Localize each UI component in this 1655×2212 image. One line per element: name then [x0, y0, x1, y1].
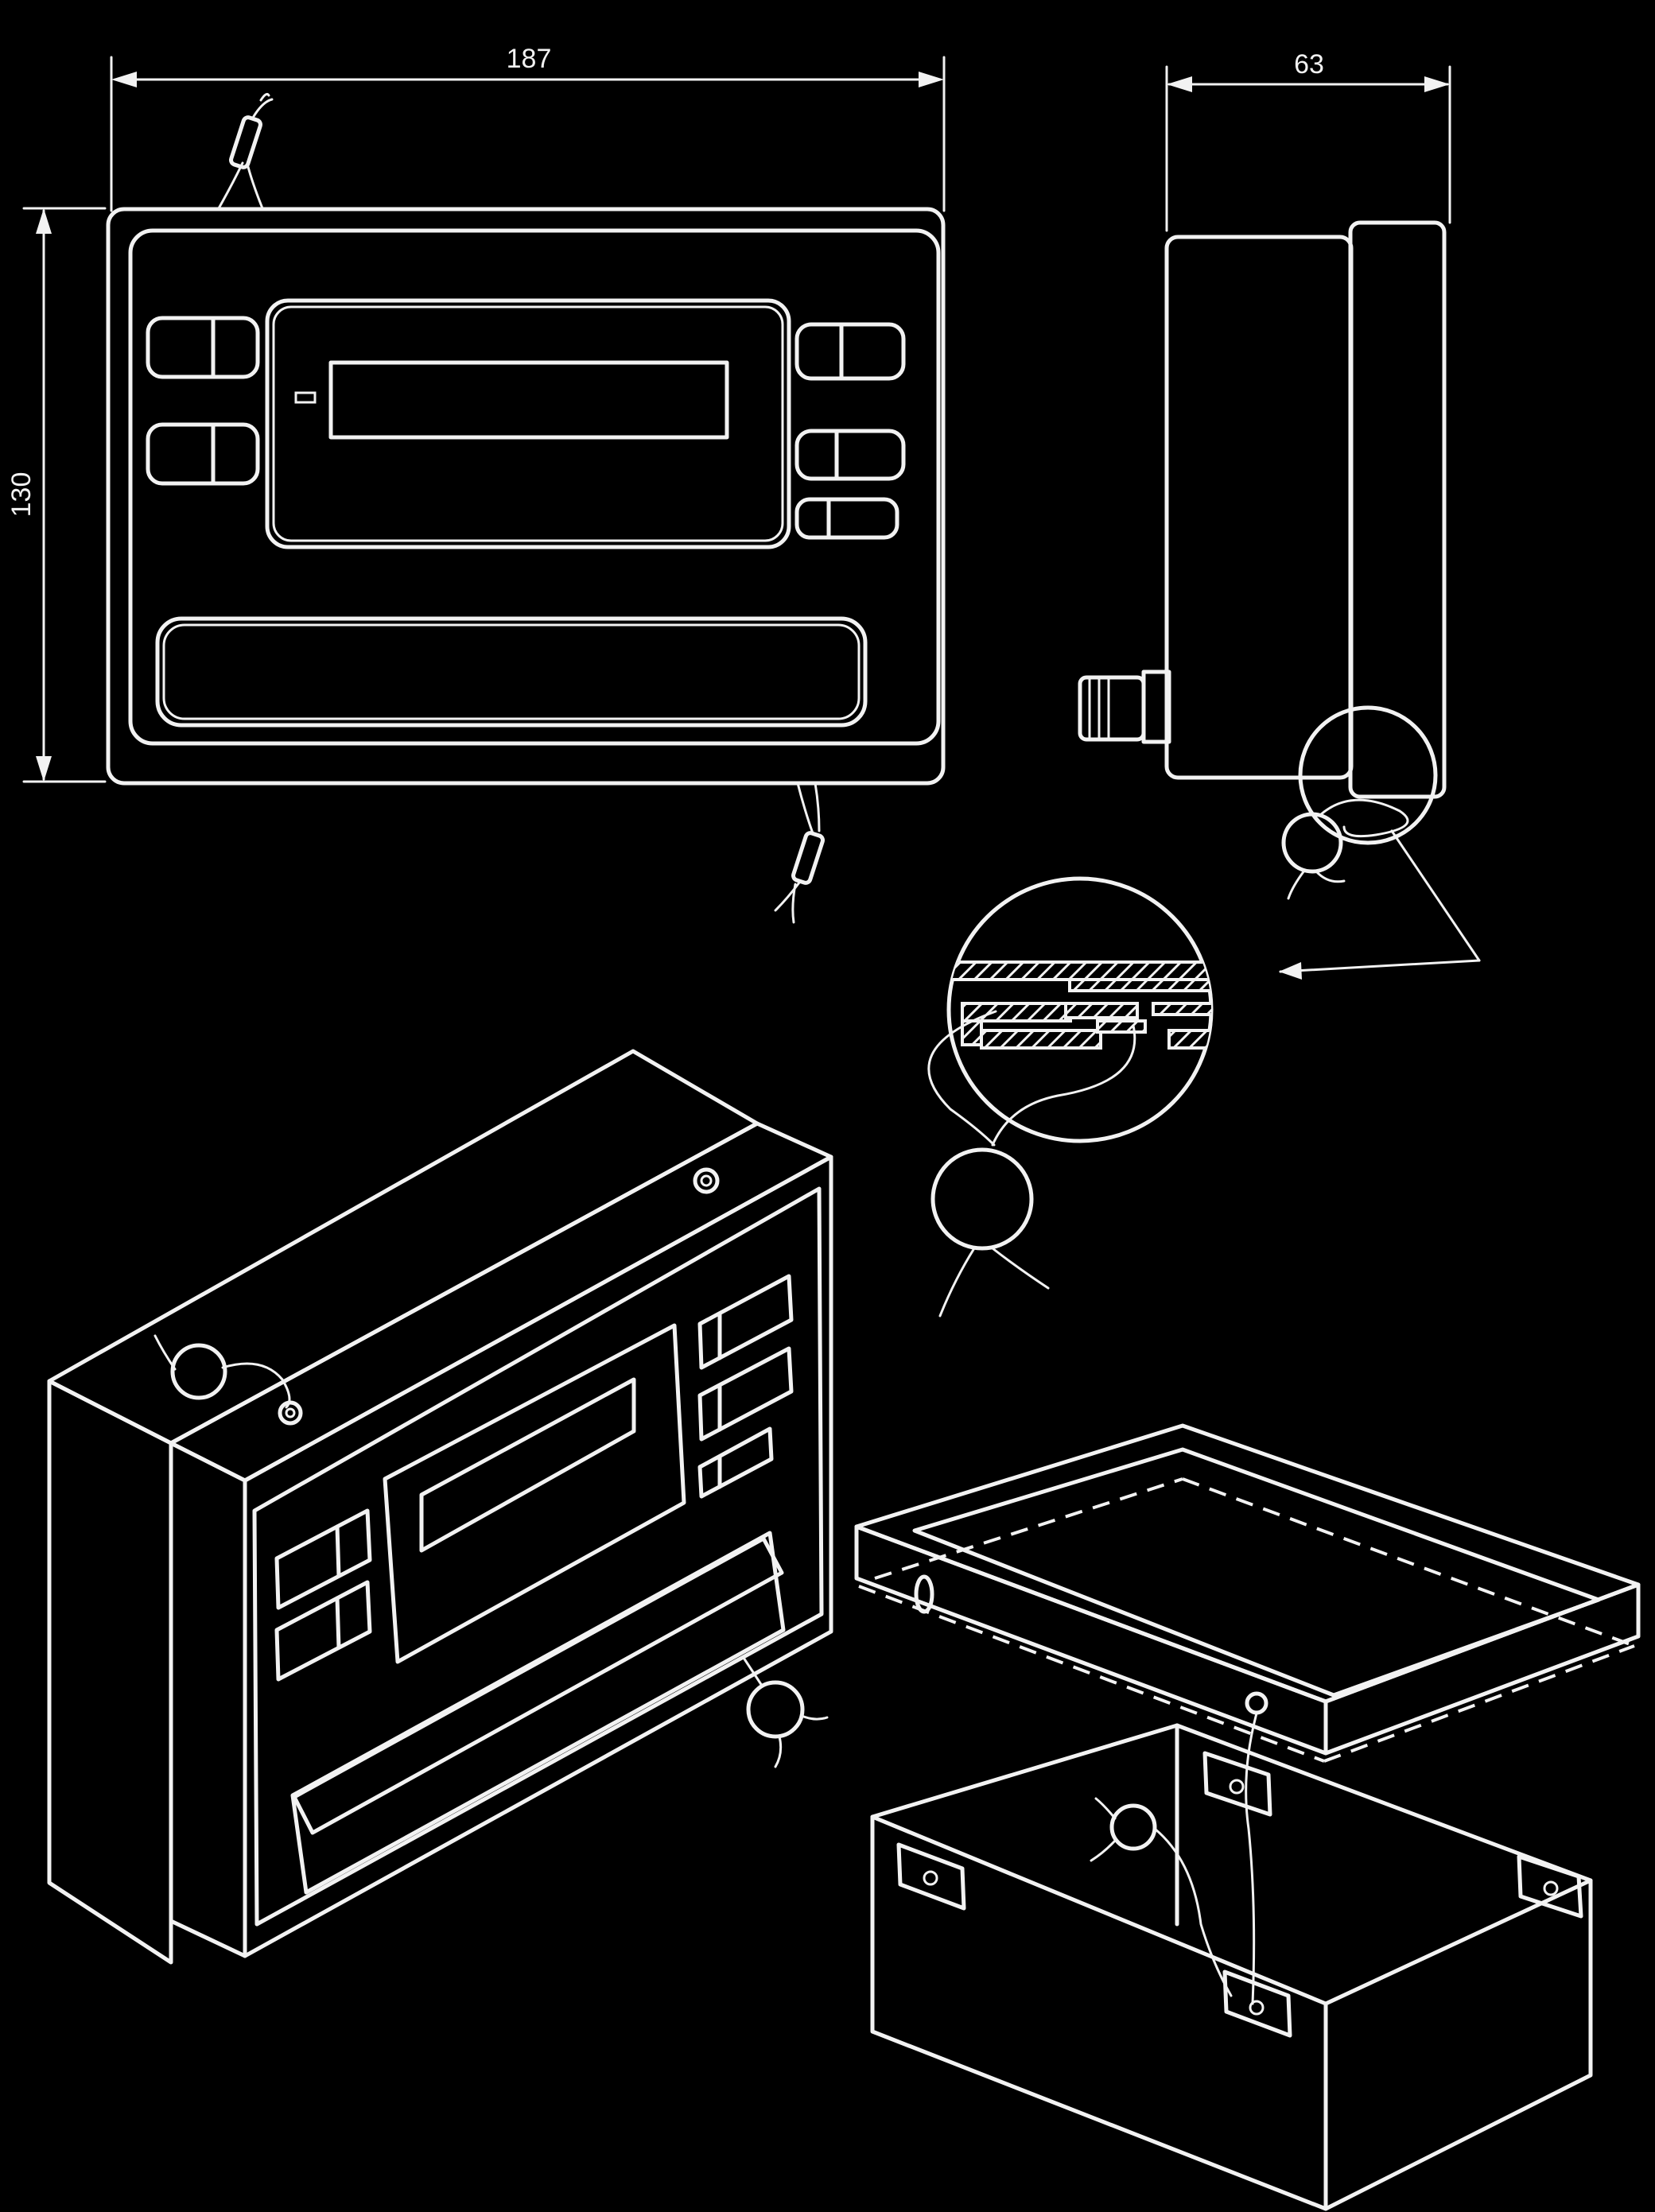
iso-bezel-side	[169, 1441, 247, 1958]
iso-housing-left	[47, 1379, 173, 1965]
box-clip-back	[1202, 1751, 1272, 1817]
box-base-side	[1323, 1878, 1593, 2211]
side-wire-seal	[1281, 798, 1409, 900]
isometric-indicator	[47, 1049, 833, 1965]
junction-box	[854, 1423, 1641, 2211]
height-dimension: 130	[6, 207, 107, 783]
detail-view	[927, 876, 1214, 1317]
display-screen	[328, 360, 729, 440]
iso-bezel-top	[169, 1121, 833, 1483]
iso-seal-screw-1	[693, 1167, 720, 1194]
iso-housing-top	[47, 1049, 760, 1446]
bottom-wire-seal	[774, 782, 825, 924]
indicator-led	[294, 391, 317, 404]
side-housing	[1164, 235, 1354, 780]
iso-seal-screw-2	[278, 1400, 303, 1426]
box-clip-front	[1222, 1969, 1292, 2038]
side-view: 63	[1078, 49, 1481, 980]
iso-front-panel	[252, 1186, 824, 1927]
front-view: 187 130	[6, 44, 946, 924]
height-dimension-label: 130	[6, 472, 37, 518]
depth-dimension: 63	[1165, 49, 1451, 232]
cable-gland	[1078, 669, 1171, 744]
box-lid-recess	[912, 1447, 1601, 1698]
top-wire-seal	[217, 93, 274, 210]
iso-right-keys	[697, 1274, 794, 1499]
iso-display-window	[383, 1323, 686, 1664]
depth-dimension-label: 63	[1294, 49, 1324, 80]
front-inner-panel	[128, 228, 941, 746]
detail-leader	[1279, 829, 1481, 980]
iso-left-keys	[274, 1508, 372, 1682]
left-keypad	[146, 316, 260, 486]
box-clip-right	[1517, 1854, 1583, 1919]
box-lid-front-right	[1323, 1582, 1641, 1756]
label-strip	[155, 616, 868, 728]
iso-display-screen	[419, 1377, 636, 1553]
box-wire-seal	[1090, 1712, 1258, 2005]
iso-top-wire-seal	[153, 1334, 291, 1409]
display-window	[265, 298, 791, 549]
iso-front-face	[243, 1155, 833, 1958]
detail-callout-circle	[1298, 705, 1438, 845]
iso-bottom-wire-seal	[742, 1656, 829, 1768]
width-dimension-label: 187	[507, 44, 552, 74]
right-keypad	[794, 322, 906, 540]
box-clip-left	[896, 1842, 966, 1911]
side-front-panel	[1348, 220, 1447, 799]
width-dimension: 187	[110, 44, 946, 212]
front-outer-frame	[106, 207, 946, 786]
lid-seal-screw	[1245, 1691, 1268, 1715]
detail-seal	[930, 1147, 1034, 1251]
